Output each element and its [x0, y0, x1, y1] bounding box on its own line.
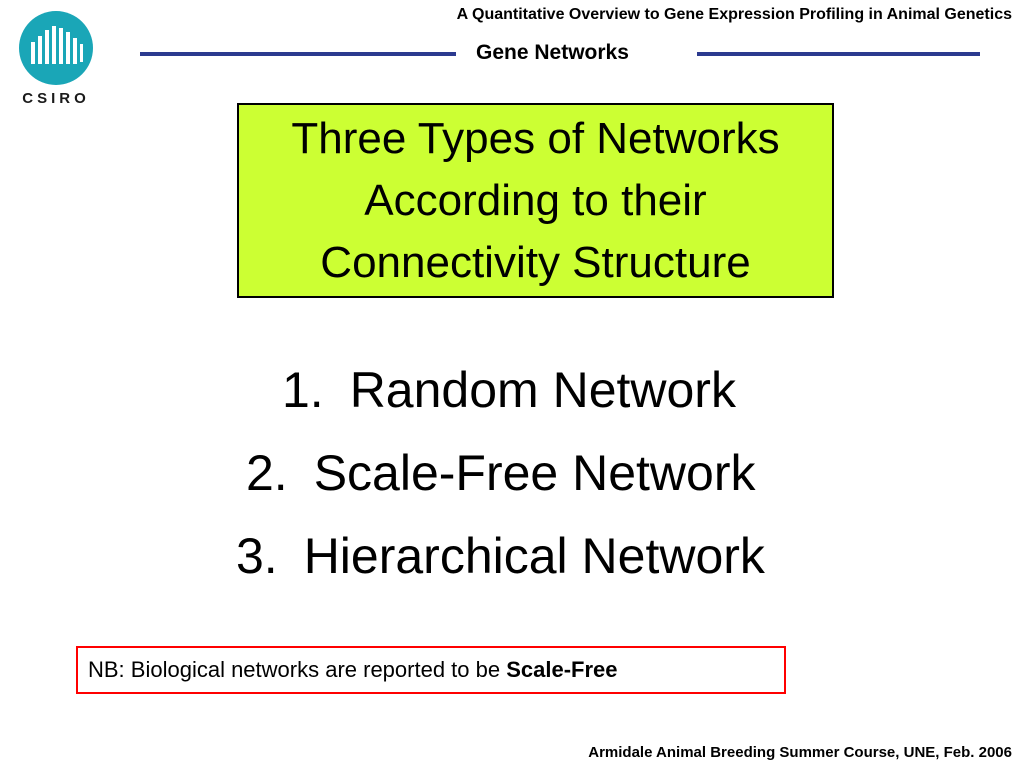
footer-text: Armidale Animal Breeding Summer Course, … [588, 744, 1012, 761]
csiro-logo: CSIRO [14, 8, 98, 108]
title-line-1: Three Types of Networks [291, 113, 780, 163]
list-item: 1. Random Network [282, 360, 736, 420]
section-header: Gene Networks [140, 40, 980, 68]
header-rule-right [697, 52, 980, 56]
note-text: NB: Biological networks are reported to … [88, 657, 507, 682]
logo-text: CSIRO [22, 90, 90, 107]
list-item-label: Random Network [349, 362, 736, 418]
note-box: NB: Biological networks are reported to … [76, 646, 786, 694]
list-item-number: 2. [246, 445, 288, 501]
header-rule-left [140, 52, 456, 56]
list-item-number: 1. [282, 362, 324, 418]
title-line-2: According to their [364, 175, 707, 225]
course-title: A Quantitative Overview to Gene Expressi… [456, 6, 1012, 23]
list-item-label: Scale-Free Network [313, 445, 756, 501]
list-item-label: Hierarchical Network [303, 528, 765, 584]
title-line-3: Connectivity Structure [320, 237, 751, 287]
list-item-number: 3. [236, 528, 278, 584]
slide-title-box: Three Types of Networks According to the… [237, 103, 834, 298]
section-title: Gene Networks [476, 41, 629, 64]
note-emphasis: Scale-Free [506, 657, 618, 682]
csiro-emblem-icon [19, 11, 93, 85]
list-item: 3. Hierarchical Network [236, 526, 765, 586]
list-item: 2. Scale-Free Network [246, 443, 756, 503]
